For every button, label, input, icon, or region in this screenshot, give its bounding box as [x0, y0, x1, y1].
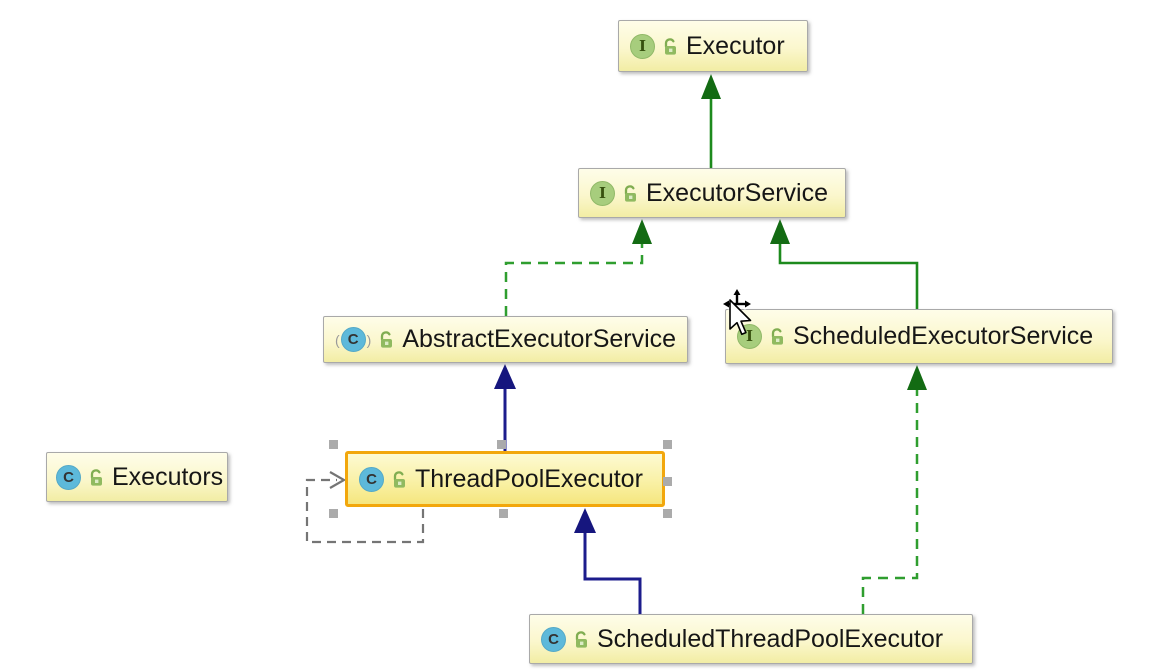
class-icon: C	[541, 626, 566, 652]
selection-handle-middle-right[interactable]	[663, 477, 672, 486]
class-name-label: ExecutorService	[646, 178, 829, 207]
public-lock-icon	[378, 330, 395, 349]
public-lock-icon	[88, 468, 105, 487]
selection-handle-bottom-left[interactable]	[329, 509, 338, 518]
public-lock-icon	[769, 327, 786, 346]
class-name-label: AbstractExecutorService	[402, 325, 677, 353]
class-name-label: ThreadPoolExecutor	[415, 464, 643, 493]
selection-handle-top-right[interactable]	[663, 440, 672, 449]
selection-handle-top-left[interactable]	[329, 440, 338, 449]
edge-executorservice-extends-executor[interactable]	[701, 74, 721, 168]
selection-handle-top-middle[interactable]	[497, 440, 506, 449]
edge-threadpoolexecutor-extends-abstractexecutorservice[interactable]	[494, 364, 516, 451]
public-lock-icon	[662, 37, 679, 56]
interface-icon: I	[590, 180, 615, 206]
class-name-label: Executors	[112, 462, 224, 491]
selection-handle-bottom-right[interactable]	[663, 509, 672, 518]
edge-threadpoolexecutor-self-dependency[interactable]	[305, 471, 425, 544]
edge-scheduledthreadpoolexecutor-extends-threadpoolexecutor[interactable]	[574, 508, 642, 614]
class-node-executors[interactable]: C Executors	[46, 452, 228, 502]
class-node-threadpoolexecutor-selected[interactable]: C ThreadPoolExecutor	[345, 451, 665, 507]
class-name-label: ScheduledExecutorService	[793, 322, 1094, 350]
class-node-scheduledexecutorservice[interactable]: I ScheduledExecutorService	[725, 309, 1113, 364]
move-cursor-pointer	[721, 287, 753, 336]
edge-scheduledthreadpoolexecutor-implements-scheduledexecutorservice[interactable]	[861, 365, 927, 614]
public-lock-icon	[622, 184, 639, 203]
class-node-executor[interactable]: I Executor	[618, 20, 808, 72]
interface-icon: I	[630, 33, 655, 59]
class-name-label: ScheduledThreadPoolExecutor	[597, 624, 944, 653]
selection-handle-bottom-middle[interactable]	[499, 509, 508, 518]
public-lock-icon	[573, 630, 590, 649]
class-icon: C	[359, 466, 384, 492]
public-lock-icon	[391, 470, 408, 489]
edge-abstractexecutorservice-implements-executorservice[interactable]	[504, 219, 652, 316]
abstract-class-icon: C	[335, 327, 371, 352]
class-node-scheduledthreadpoolexecutor[interactable]: C ScheduledThreadPoolExecutor	[529, 614, 973, 664]
class-node-executorservice[interactable]: I ExecutorService	[578, 168, 846, 218]
class-icon: C	[56, 464, 81, 490]
edge-scheduledexecutorservice-extends-executorservice[interactable]	[770, 219, 919, 309]
class-node-abstractexecutorservice[interactable]: C AbstractExecutorService	[323, 316, 688, 363]
class-name-label: Executor	[686, 31, 785, 60]
